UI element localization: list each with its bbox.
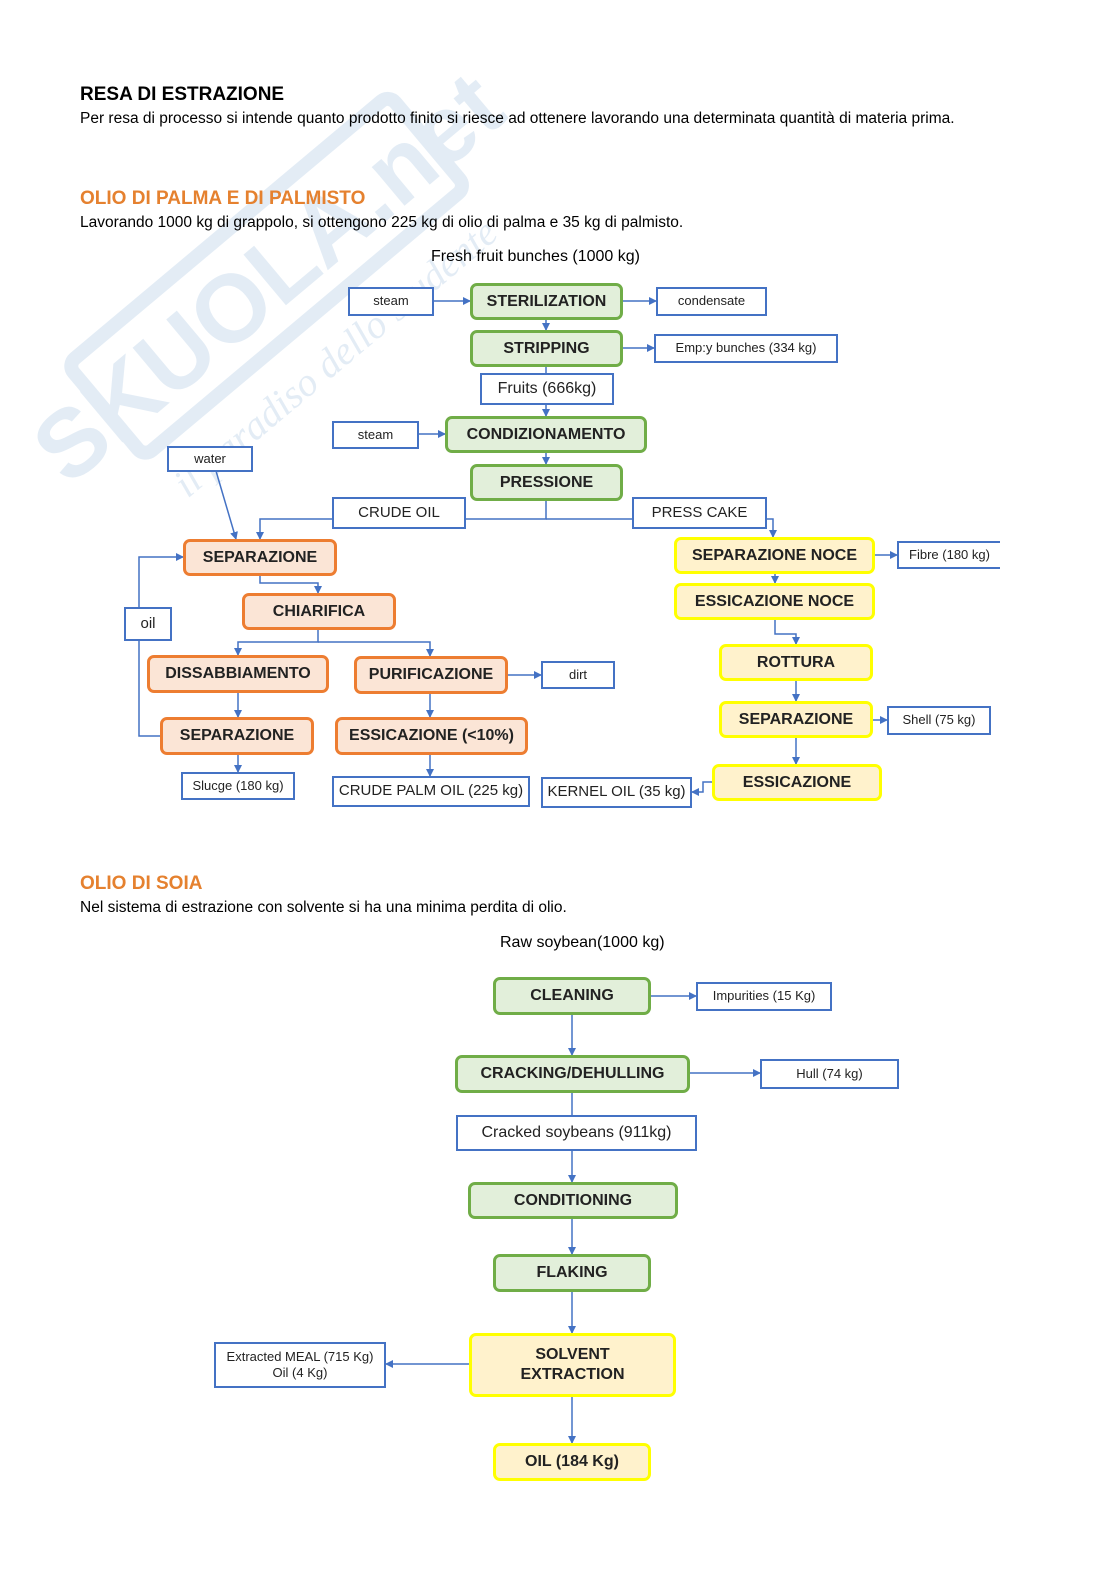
purificazione-step: PURIFICAZIONE: [354, 656, 508, 694]
condizionamento-step: CONDIZIONAMENTO: [445, 416, 647, 453]
separazione-step-3: SEPARAZIONE: [719, 701, 873, 738]
separazione-step-2: SEPARAZIONE: [160, 717, 314, 755]
fruits-box: Fruits (666kg): [480, 373, 614, 405]
solvent-extraction-line-2: EXTRACTION: [520, 1366, 625, 1383]
flaking-step: FLAKING: [493, 1254, 651, 1292]
condensate-output-box: condensate: [656, 287, 767, 316]
separazione-noce-step: SEPARAZIONE NOCE: [674, 537, 875, 574]
press-cake-box: PRESS CAKE: [632, 497, 767, 529]
water-input-box: water: [167, 446, 253, 472]
chiarifica-step: CHIARIFICA: [242, 593, 396, 630]
separazione-step: SEPARAZIONE: [183, 539, 337, 576]
extracted-meal-line-1: Extracted MEAL (715 Kg): [226, 1348, 374, 1364]
essicazione-oil-step: ESSICAZIONE (<10%): [335, 717, 528, 755]
hull-output-box: Hull (74 kg): [760, 1059, 899, 1089]
solvent-extraction-step: SOLVENT EXTRACTION: [469, 1333, 676, 1397]
dirt-output-box: dirt: [541, 661, 615, 689]
crude-palm-oil-output: CRUDE PALM OIL (225 kg): [332, 776, 530, 807]
palm-section-text: Lavorando 1000 kg di grappolo, si otteng…: [80, 214, 684, 231]
oil-recycle-box: oil: [124, 607, 172, 641]
cracking-dehulling-step: CRACKING/DEHULLING: [455, 1055, 690, 1093]
kernel-oil-output: KERNEL OIL (35 kg): [541, 777, 692, 808]
soy-section-title: OLIO DI SOIA: [80, 873, 203, 894]
oil-output-step: OIL (184 Kg): [493, 1443, 651, 1481]
extracted-meal-line-2: Oil (4 Kg): [272, 1365, 328, 1380]
empty-bunches-box: Emp:y bunches (334 kg): [654, 334, 838, 363]
soy-section-text: Nel sistema di estrazione con solvente s…: [80, 899, 567, 916]
cracked-soybeans-box: Cracked soybeans (911kg): [456, 1115, 697, 1151]
fibre-output-box: Fibre (180 kg): [897, 541, 1000, 569]
impurities-output-box: Impurities (15 Kg): [696, 982, 832, 1011]
soy-input-label: Raw soybean(1000 kg): [500, 934, 665, 951]
rottura-step: ROTTURA: [719, 644, 873, 681]
page-title: RESA DI ESTRAZIONE: [80, 84, 285, 105]
stripping-step: STRIPPING: [470, 330, 623, 367]
steam-input-box: steam: [348, 287, 434, 316]
conditioning-step: CONDITIONING: [468, 1182, 678, 1219]
crude-oil-box: CRUDE OIL: [332, 497, 466, 529]
solvent-extraction-line-1: SOLVENT: [535, 1346, 610, 1363]
shell-output-box: Shell (75 kg): [887, 706, 991, 735]
sludge-output-box: Slucge (180 kg): [181, 772, 295, 800]
sterilization-step: STERILIZATION: [470, 283, 623, 320]
palm-input-label: Fresh fruit bunches (1000 kg): [431, 248, 640, 265]
essicazione-noce-step: ESSICAZIONE NOCE: [674, 583, 875, 620]
intro-paragraph: Per resa di processo si intende quanto p…: [80, 110, 955, 127]
palm-section-title: OLIO DI PALMA E DI PALMISTO: [80, 188, 366, 209]
pressione-step: PRESSIONE: [470, 464, 623, 501]
essicazione-step-3: ESSICAZIONE: [712, 764, 882, 801]
dissabbiamento-step: DISSABBIAMENTO: [147, 655, 329, 693]
extracted-meal-output: Extracted MEAL (715 Kg) Oil (4 Kg): [214, 1342, 386, 1388]
steam-input-box-2: steam: [332, 421, 419, 449]
cleaning-step: CLEANING: [493, 977, 651, 1015]
